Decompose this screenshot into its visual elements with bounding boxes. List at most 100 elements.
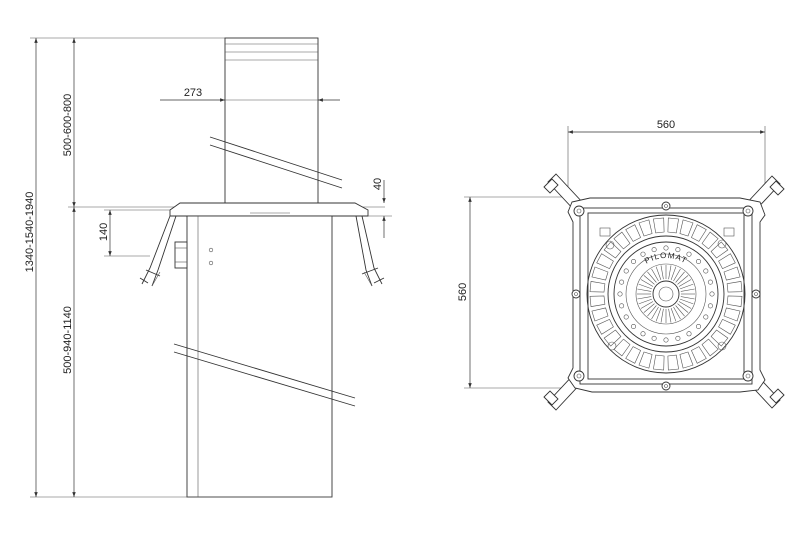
disc-rib — [638, 283, 653, 290]
disc-stud — [675, 335, 681, 341]
disc-rib — [647, 305, 657, 317]
ring-segment — [589, 281, 606, 293]
ring-segment — [691, 346, 707, 364]
disc-rib — [668, 308, 672, 323]
ring-segment — [596, 319, 614, 335]
ring-segment — [701, 231, 719, 250]
plate-details — [599, 227, 735, 351]
ring-segment — [718, 253, 736, 269]
bollard-post — [209, 37, 343, 204]
disc-stud — [640, 331, 646, 337]
disc-rib — [668, 265, 672, 280]
upper-height-label: 500-600-800 — [62, 94, 74, 156]
disc-rib — [675, 305, 685, 317]
ring-segment — [603, 329, 622, 347]
disc-stud — [619, 279, 625, 285]
ring-segment — [723, 307, 741, 322]
disc-rib — [647, 271, 657, 283]
disc-rib — [655, 307, 662, 322]
disc-rib — [670, 266, 677, 281]
foundation-housing — [173, 215, 356, 498]
disc-rib — [651, 306, 659, 320]
disc-stud — [630, 258, 636, 264]
disc-rib — [637, 296, 652, 300]
disc-rib — [679, 283, 694, 290]
disc-rib — [677, 303, 689, 313]
diameter-dimension: 273 — [160, 87, 340, 102]
ring-segment — [625, 224, 641, 242]
disc-rib — [640, 279, 654, 287]
outer-ring-segments — [586, 214, 746, 374]
ring-segment — [613, 231, 631, 250]
anchor-arm-left — [139, 215, 177, 287]
flange-depth-dimension: 140 — [98, 209, 170, 257]
plan-view: 560 560 — [457, 119, 785, 411]
disc-stud — [703, 314, 709, 320]
ring-segment — [589, 295, 606, 307]
drain-fitting — [174, 241, 188, 269]
disc-stud — [675, 247, 681, 253]
disc-ribs — [617, 245, 715, 343]
ring-segment — [667, 217, 679, 234]
disc-stud — [663, 245, 669, 251]
disc-rib — [678, 279, 692, 287]
disc-rib — [680, 296, 695, 300]
total-height-dimension: 1340-1540-1940 — [24, 37, 225, 498]
flange-plate — [169, 202, 369, 217]
disc-rib — [638, 298, 653, 305]
disc-rib — [670, 307, 677, 322]
disc-stud — [623, 268, 629, 274]
ring-segment — [718, 319, 736, 335]
ring-segment — [726, 295, 743, 307]
disc-stud — [686, 331, 692, 337]
ring-segment — [723, 266, 741, 281]
disc-stud — [617, 291, 623, 297]
disc-rib — [643, 303, 655, 313]
ring-segment — [603, 241, 622, 259]
disc-stud — [707, 303, 713, 309]
ring-segment — [701, 338, 719, 357]
disc-stud — [651, 335, 657, 341]
disc-stud — [695, 258, 701, 264]
disc-rib — [651, 268, 659, 282]
ring-segment — [613, 338, 631, 357]
ring-segment — [653, 217, 665, 234]
side-elevation: 1340-1540-1940 500-600-800 500-940-1140 — [24, 37, 392, 498]
disc-rib — [660, 265, 664, 280]
disc-stud — [623, 314, 629, 320]
disc-stud — [686, 251, 692, 257]
plan-height-dimension: 560 — [457, 196, 568, 389]
plan-width-dimension: 560 — [567, 119, 766, 198]
disc-stud — [709, 291, 715, 297]
disc-stud — [651, 247, 657, 253]
disc-rib — [680, 288, 695, 292]
disc-stud — [640, 251, 646, 257]
ring-segment — [653, 354, 665, 371]
disc-rib — [679, 298, 694, 305]
diameter-label: 273 — [184, 87, 202, 99]
disc-rib — [678, 301, 692, 309]
ring-segment — [591, 307, 609, 322]
flange-thickness-dimension: 40 — [368, 178, 392, 238]
disc-stud — [619, 303, 625, 309]
disc-rib — [673, 306, 681, 320]
ring-segment — [596, 253, 614, 269]
ring-segment — [710, 329, 729, 347]
upper-height-dimension: 500-600-800 — [62, 38, 76, 207]
disc-rib — [660, 308, 664, 323]
anchor-arm-right — [355, 215, 385, 287]
disc-stud — [663, 337, 669, 343]
ring-outline — [586, 214, 746, 374]
plan-width-label: 560 — [657, 119, 675, 131]
lower-height-label: 500-940-1140 — [62, 306, 74, 374]
flange-depth-label: 140 — [98, 223, 110, 241]
flange-thickness-label: 40 — [372, 178, 384, 190]
corner-bolts — [571, 201, 761, 391]
disc-rib — [655, 266, 662, 281]
ring-segment — [638, 219, 653, 237]
disc-rib — [673, 268, 681, 282]
ring-segment — [726, 281, 743, 293]
lower-height-dimension: 500-940-1140 — [62, 207, 76, 497]
ring-segment — [667, 354, 679, 371]
